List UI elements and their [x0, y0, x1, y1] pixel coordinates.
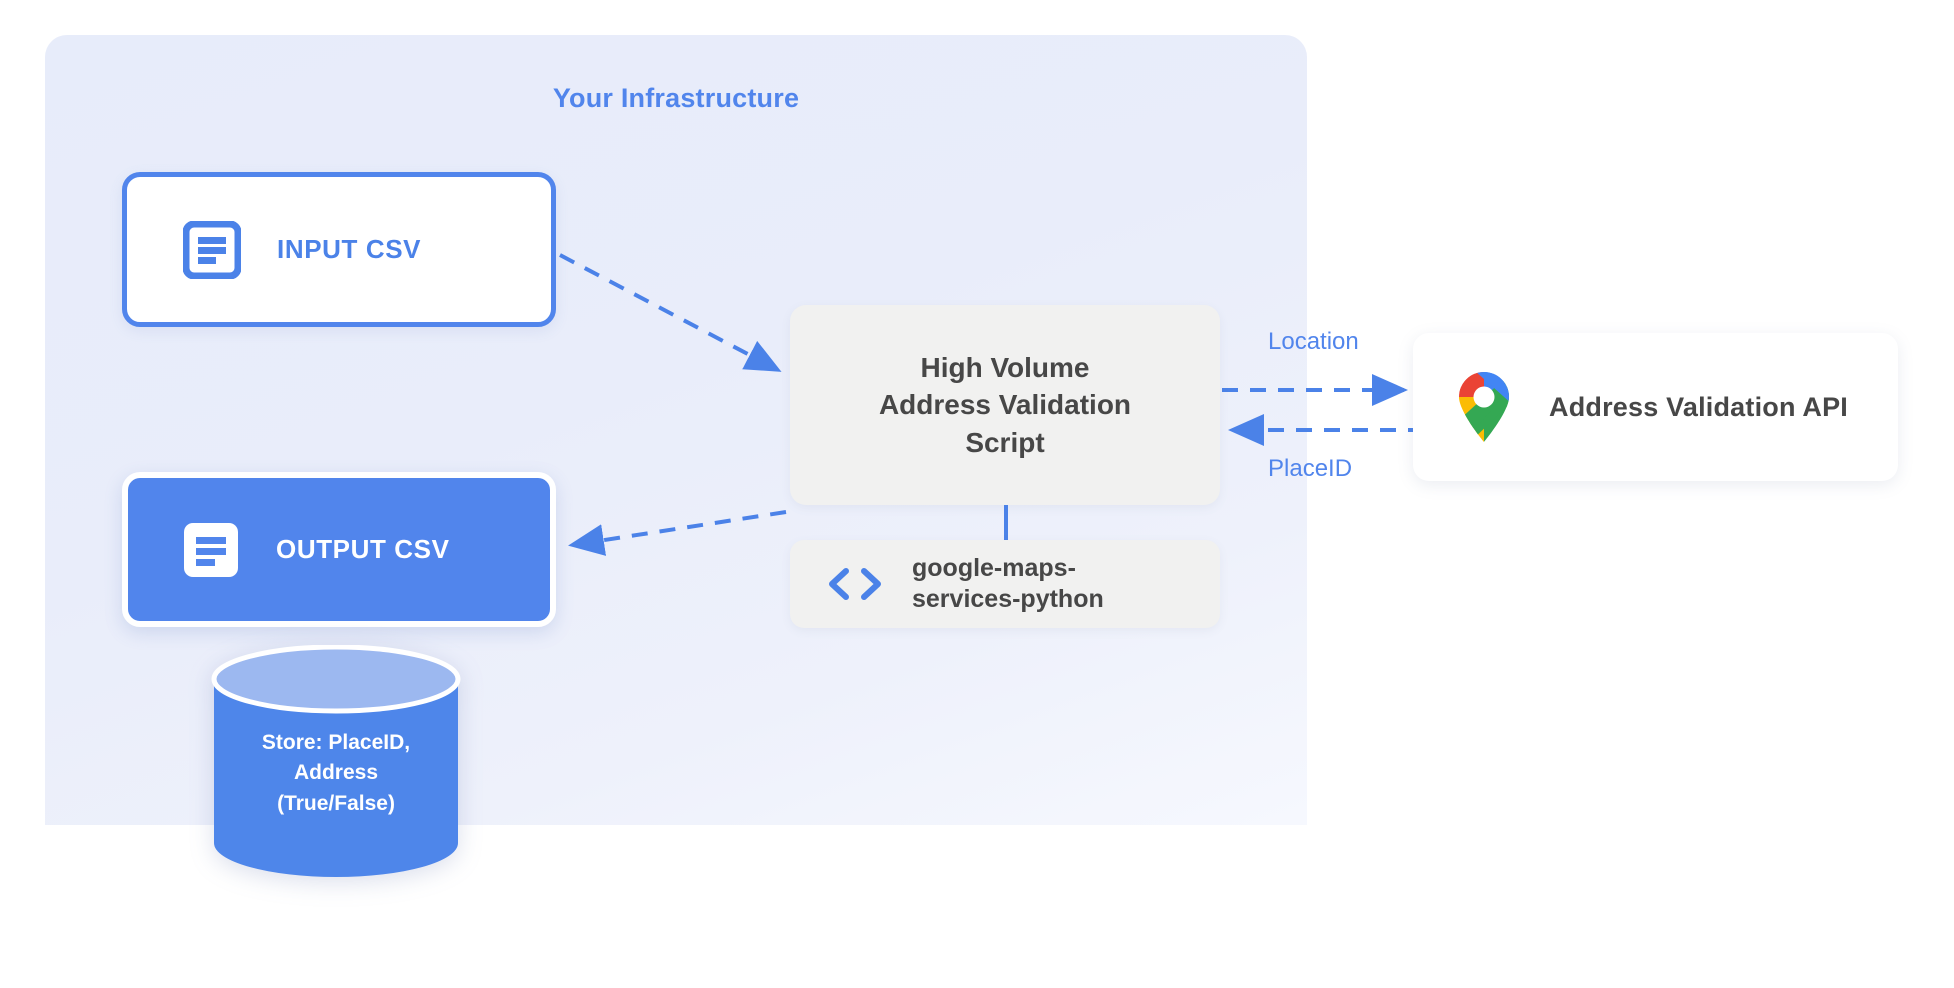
output-csv-label: OUTPUT CSV [276, 534, 450, 564]
database-cylinder[interactable] [210, 644, 462, 877]
script-title-line2: Address Validation [878, 389, 1132, 421]
edge-script-to-library [1004, 505, 1008, 540]
node-address-validation-api[interactable]: Address Validation API [1413, 333, 1898, 481]
google-maps-pin-icon [1455, 371, 1513, 443]
code-brackets-icon [826, 566, 884, 602]
script-title-line3: Script [965, 426, 1045, 458]
library-name-line2: services-python [912, 585, 1104, 613]
node-client-library[interactable]: google-maps- services-python [790, 540, 1220, 628]
edge-label-location: Location [1268, 328, 1359, 355]
node-input-csv[interactable]: INPUT CSV [122, 172, 556, 327]
document-lines-icon [182, 220, 242, 279]
script-title: High Volume Address Validation Script [859, 349, 1151, 461]
library-name: google-maps- services-python [912, 553, 1104, 616]
library-name-line1: google-maps- [912, 553, 1076, 582]
edge-label-placeid: PlaceID [1268, 455, 1353, 482]
node-validation-script[interactable]: High Volume Address Validation Script [790, 305, 1220, 505]
infrastructure-title: Your Infrastructure [552, 83, 800, 113]
api-label: Address Validation API [1549, 391, 1848, 422]
document-lines-icon [182, 521, 240, 579]
node-output-csv[interactable]: OUTPUT CSV [122, 472, 556, 627]
input-csv-label: INPUT CSV [277, 234, 422, 264]
script-title-line1: High Volume [920, 352, 1090, 384]
